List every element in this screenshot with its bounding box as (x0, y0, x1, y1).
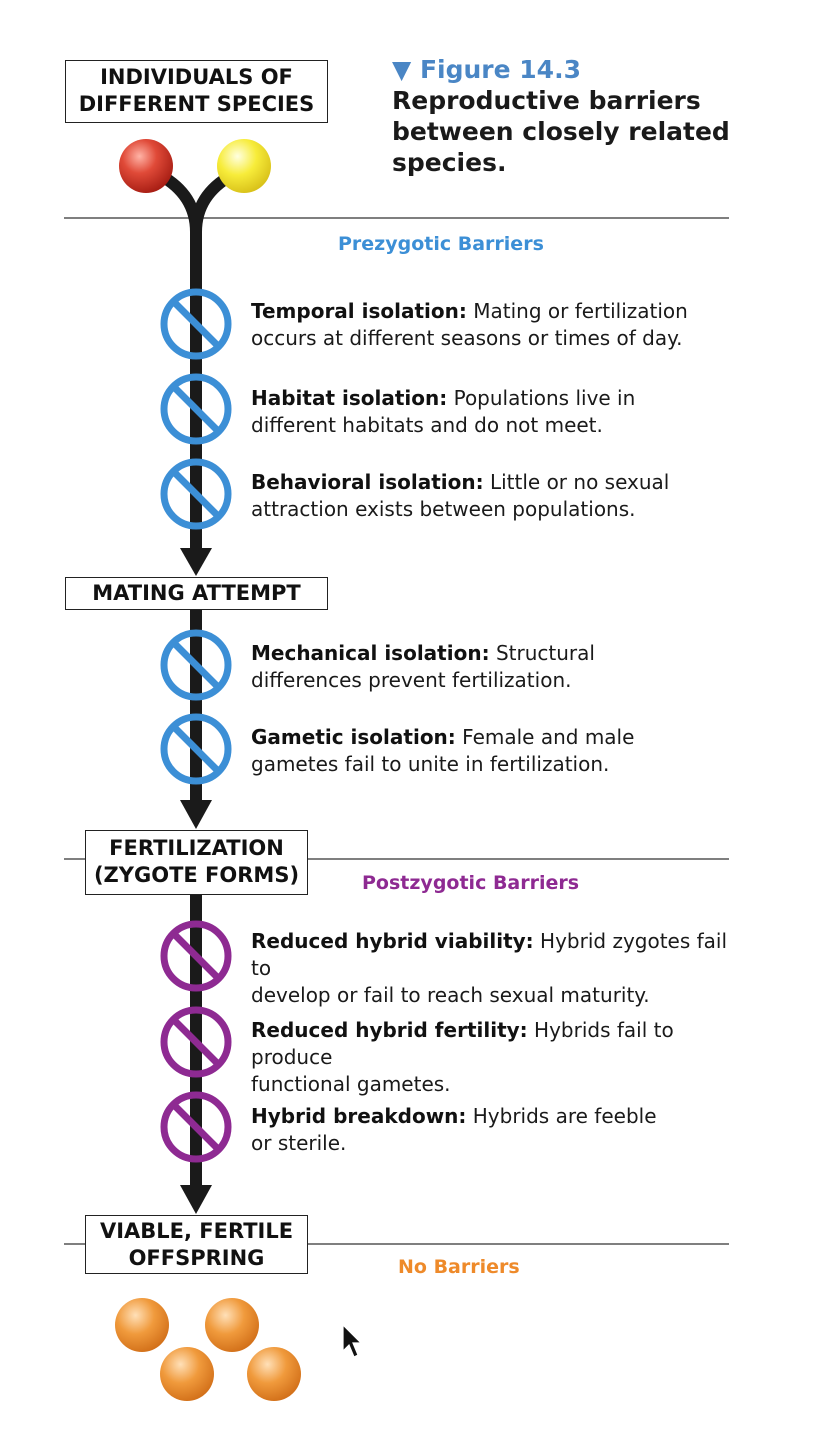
barrier-temporal: Temporal isolation: Mating or fertilizat… (251, 298, 751, 352)
fork-line (154, 169, 238, 233)
no-barrier-icon (160, 713, 232, 785)
species-b-ball (217, 139, 271, 193)
no-barrier-icon (160, 458, 232, 530)
offspring-ball (247, 1347, 301, 1401)
barrier-desc2: develop or fail to reach sexual maturity… (251, 983, 650, 1007)
barrier-gametic: Gametic isolation: Female and male gamet… (251, 724, 751, 778)
barrier-hybrid-breakdown: Hybrid breakdown: Hybrids are feeble or … (251, 1103, 751, 1157)
barrier-term: Habitat isolation: (251, 386, 448, 410)
barrier-habitat: Habitat isolation: Populations live in d… (251, 385, 751, 439)
section-prezygotic: Prezygotic Barriers (338, 233, 544, 255)
barrier-term: Reduced hybrid viability: (251, 929, 534, 953)
barrier-term: Mechanical isolation: (251, 641, 490, 665)
barrier-desc2: or sterile. (251, 1131, 347, 1155)
barrier-desc: Little or no sexual (489, 470, 670, 494)
barrier-desc2: occurs at different seasons or times of … (251, 326, 683, 350)
barrier-desc2: gametes fail to unite in fertilization. (251, 752, 610, 776)
barrier-symbols (160, 288, 232, 1163)
barrier-hybrid-fertility: Reduced hybrid fertility: Hybrids fail t… (251, 1017, 751, 1098)
barrier-term: Behavioral isolation: (251, 470, 484, 494)
section-no-barriers: No Barriers (398, 1256, 520, 1278)
figure-title: Reproductive barriers between closely re… (392, 86, 730, 177)
section-postzygotic: Postzygotic Barriers (362, 872, 580, 894)
barrier-desc: Hybrids are feeble (472, 1104, 657, 1128)
no-barrier-icon (160, 920, 232, 992)
flow-line-2 (190, 608, 202, 802)
flow-arrow-1 (180, 548, 212, 576)
no-barrier-icon (160, 288, 232, 360)
stage-offspring-line2: OFFSPRING (128, 1246, 265, 1270)
barrier-desc2: differences prevent fertilization. (251, 668, 572, 692)
barrier-desc2: functional gametes. (251, 1072, 451, 1096)
no-barrier-icon (160, 1006, 232, 1078)
stage-individuals: INDIVIDUALS OF DIFFERENT SPECIES (65, 60, 328, 123)
figure-marker-icon: ▼ (392, 55, 412, 84)
flow-arrow-2 (180, 800, 212, 829)
barrier-term: Reduced hybrid fertility: (251, 1018, 528, 1042)
stage-fertilization-line1: FERTILIZATION (109, 836, 284, 860)
barrier-behavioral: Behavioral isolation: Little or no sexua… (251, 469, 751, 523)
flow-arrow-3 (180, 1185, 212, 1214)
stage-individuals-line1: INDIVIDUALS OF (100, 65, 293, 89)
barrier-term: Hybrid breakdown: (251, 1104, 467, 1128)
no-barrier-icon (160, 373, 232, 445)
stage-fertilization-line2: (ZYGOTE FORMS) (93, 863, 300, 887)
barrier-desc2: different habitats and do not meet. (251, 413, 603, 437)
figure-label: Figure 14.3 (419, 55, 581, 84)
stage-mating-line1: MATING ATTEMPT (92, 581, 301, 605)
figure-title-block: ▼ Figure 14.3 Reproductive barriers betw… (392, 54, 772, 178)
stage-individuals-line2: DIFFERENT SPECIES (78, 92, 315, 116)
barrier-desc: Hybrids fail to produce (251, 1018, 674, 1069)
barrier-desc: Populations live in (453, 386, 636, 410)
no-barrier-icon (160, 1091, 232, 1163)
barrier-term: Gametic isolation: (251, 725, 456, 749)
stage-offspring: VIABLE, FERTILE OFFSPRING (85, 1215, 308, 1274)
species-a-ball (119, 139, 173, 193)
barrier-desc: Hybrid zygotes fail to (251, 929, 728, 980)
barrier-term: Temporal isolation: (251, 299, 467, 323)
barrier-desc: Mating or fertilization (473, 299, 688, 323)
offspring-ball (160, 1347, 214, 1401)
barrier-desc: Structural (495, 641, 595, 665)
offspring-ball (205, 1298, 259, 1352)
stage-offspring-line1: VIABLE, FERTILE (99, 1219, 294, 1243)
no-barrier-icon (160, 629, 232, 701)
flow-line-1 (190, 228, 202, 550)
barrier-hybrid-viability: Reduced hybrid viability: Hybrid zygotes… (251, 928, 751, 1009)
barrier-desc: Female and male (462, 725, 635, 749)
barrier-mechanical: Mechanical isolation: Structural differe… (251, 640, 751, 694)
barrier-desc2: attraction exists between populations. (251, 497, 636, 521)
stage-fertilization: FERTILIZATION (ZYGOTE FORMS) (85, 830, 308, 895)
cursor-icon (342, 1323, 363, 1358)
offspring-ball (115, 1298, 169, 1352)
stage-mating-attempt: MATING ATTEMPT (65, 577, 328, 610)
